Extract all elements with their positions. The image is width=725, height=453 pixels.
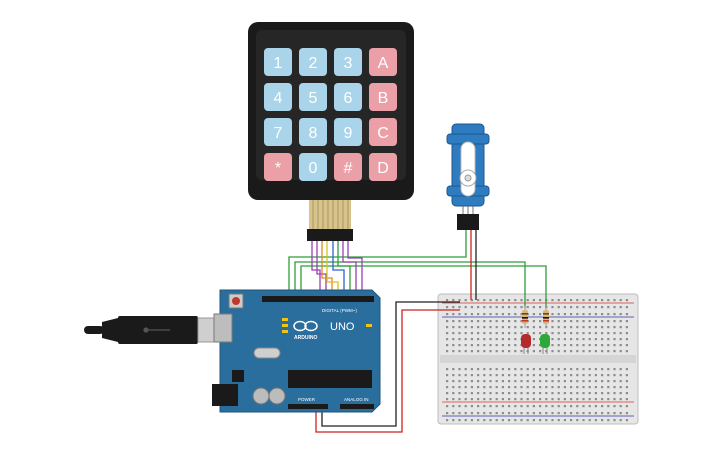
- servo: [446, 123, 490, 230]
- key-2: 2: [299, 48, 327, 76]
- key-#: #: [334, 153, 362, 181]
- wire-red-power: [315, 309, 460, 433]
- key-0: 0: [299, 153, 327, 181]
- arduino-model-label: UNO: [330, 321, 355, 333]
- resistor-2: [543, 306, 549, 328]
- wire-green-led1: [294, 261, 526, 308]
- wire-keypad-5: [332, 240, 345, 296]
- key-label: 2: [309, 55, 318, 72]
- wire-keypad-6: [337, 240, 351, 296]
- wire-keypad-4: [326, 240, 339, 296]
- arduino-uno: ARDUINO UNO DIGITAL (PWM~) POWER ANALOG …: [212, 289, 381, 413]
- analog-label: ANALOG IN: [344, 397, 369, 402]
- wire-green-servo-signal: [288, 230, 467, 296]
- key-7: 7: [264, 118, 292, 146]
- key-label: A: [378, 55, 389, 72]
- digital-label: DIGITAL (PWM~): [322, 308, 357, 313]
- wire-green-led2: [300, 265, 547, 308]
- arduino-logo: [293, 320, 318, 332]
- key-1: 1: [264, 48, 292, 76]
- key-C: C: [369, 118, 397, 146]
- key-label: 8: [309, 125, 318, 142]
- breadboard: [437, 293, 639, 425]
- wire-black-gnd: [321, 301, 460, 427]
- key-label: #: [344, 160, 353, 177]
- analog-header: [340, 404, 374, 409]
- key-4: 4: [264, 83, 292, 111]
- servo-horn: [460, 141, 476, 197]
- key-D: D: [369, 153, 397, 181]
- key-label: 5: [309, 90, 318, 107]
- resistor-1: [522, 306, 528, 328]
- key-label: *: [275, 160, 281, 177]
- power-label: POWER: [298, 397, 316, 402]
- wire-keypad-1: [311, 240, 321, 296]
- key-label: 1: [274, 55, 283, 72]
- key-5: 5: [299, 83, 327, 111]
- key-label: 6: [344, 90, 353, 107]
- usb-cable: [84, 316, 229, 344]
- wires: [288, 230, 547, 433]
- key-A: A: [369, 48, 397, 76]
- key-label: 3: [344, 55, 353, 72]
- key-6: 6: [334, 83, 362, 111]
- key-label: 4: [274, 90, 283, 107]
- key-label: 0: [309, 160, 318, 177]
- key-3: 3: [334, 48, 362, 76]
- wire-keypad-7: [342, 240, 357, 296]
- keypad-keys: 1 2 3 A 4 5 6 B 7 8 9 C * 0 # D: [264, 48, 397, 181]
- key-8: 8: [299, 118, 327, 146]
- key-*: *: [264, 153, 292, 181]
- key-label: B: [378, 90, 389, 107]
- red-led: [521, 334, 531, 354]
- digital-header: [262, 296, 374, 302]
- key-label: 7: [274, 125, 283, 142]
- key-B: B: [369, 83, 397, 111]
- key-label: D: [377, 160, 389, 177]
- servo-connector: [457, 214, 479, 230]
- key-9: 9: [334, 118, 362, 146]
- green-led: [540, 334, 550, 354]
- power-header: [288, 404, 328, 409]
- keypad: 1 2 3 A 4 5 6 B 7 8 9 C * 0 # D: [248, 22, 414, 241]
- key-label: C: [377, 125, 389, 142]
- atmega-chip: [288, 370, 372, 388]
- keypad-connector: [307, 229, 353, 241]
- key-label: 9: [344, 125, 353, 142]
- arduino-brand-label: ARDUINO: [294, 335, 317, 341]
- wire-keypad-8: [347, 240, 363, 296]
